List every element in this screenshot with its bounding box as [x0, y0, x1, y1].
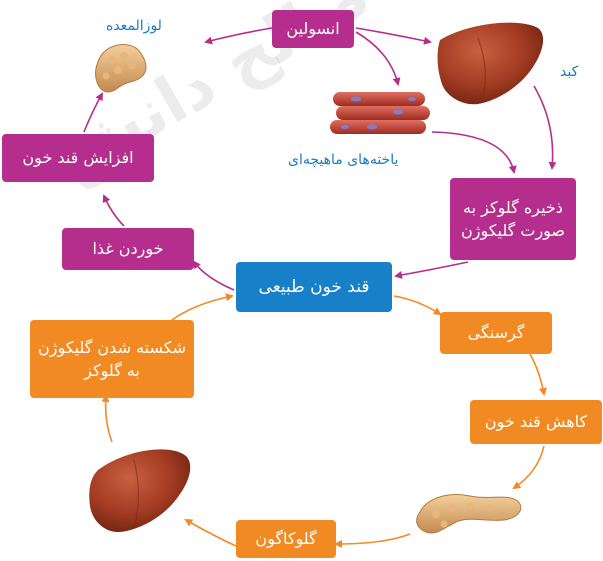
node-glucagon: گلوکاگون — [236, 520, 336, 558]
node-eating-food: خوردن غذا — [62, 228, 194, 270]
node-glycogen-breakdown: شکسته شدن گلیکوژن به گلوکز — [30, 320, 194, 398]
node-insulin: انسولین — [272, 10, 354, 48]
label-liver: کبد — [560, 64, 578, 80]
liver-icon — [89, 449, 190, 532]
node-blood-sugar-rise: افزایش قند خون — [2, 134, 154, 182]
pancreas-icon — [96, 45, 146, 92]
label-pancreas: لوزالمعده — [106, 18, 162, 34]
liver-icon — [438, 23, 544, 105]
node-hunger: گرسنگی — [440, 312, 552, 354]
node-blood-sugar-drop: کاهش قند خون — [470, 400, 602, 444]
node-glycogen-storage: ذخیره گلوکز به صورت گلیکوژن — [450, 178, 576, 260]
pancreas-icon — [417, 495, 521, 534]
muscle-cells-icon — [330, 92, 430, 134]
node-normal-blood-sugar: قند خون طبیعی — [236, 262, 392, 312]
label-muscle-cells: یاخته‌های ماهیچه‌ای — [288, 152, 398, 168]
